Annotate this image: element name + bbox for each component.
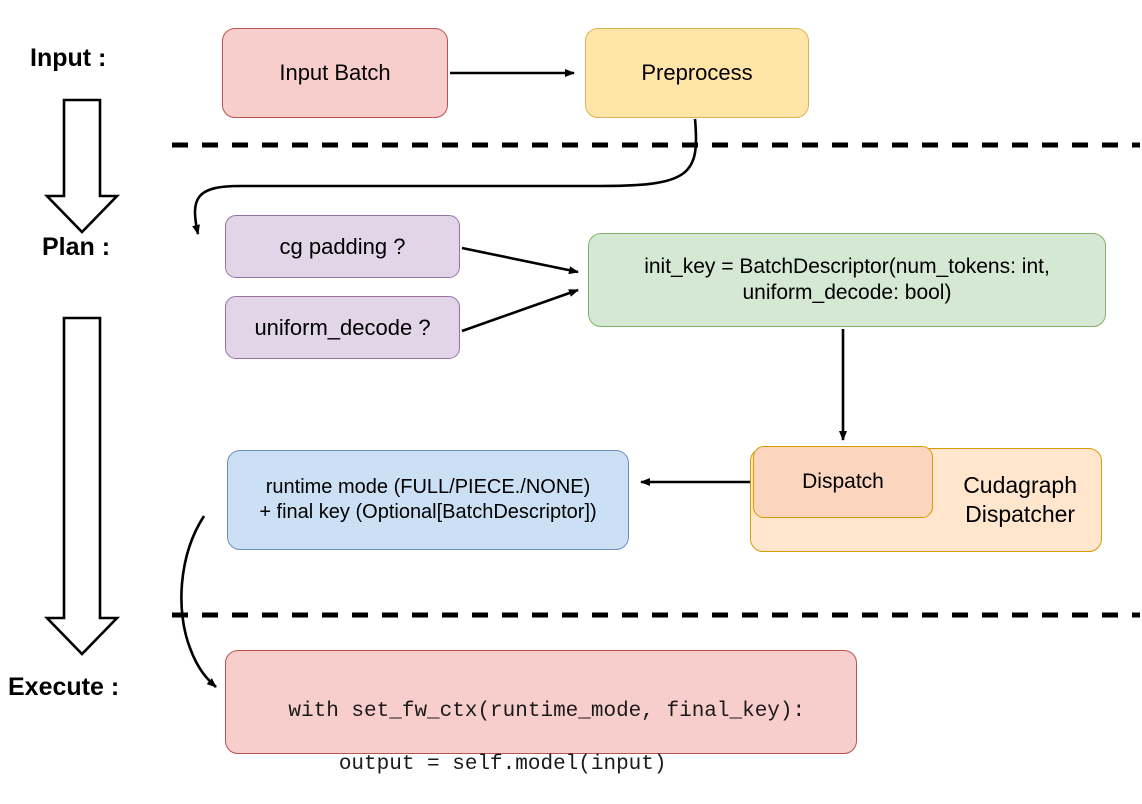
node-uniform-decode-label: uniform_decode ? [254, 314, 431, 340]
stage-label-plan: Plan : [42, 233, 111, 261]
node-init-key-text: init_key = BatchDescriptor(num_tokens: i… [644, 254, 1050, 307]
node-uniform-decode[interactable]: uniform_decode ? [225, 296, 460, 359]
node-exec-code[interactable]: with set_fw_ctx(runtime_mode, final_key)… [225, 650, 857, 776]
edge-uniform-decode-to-init-key [461, 288, 579, 333]
edge-runtime-mode-to-exec-code [180, 515, 217, 688]
flow-arrow-input-to-plan [43, 98, 121, 234]
node-cg-padding-label: cg padding ? [279, 233, 406, 259]
node-init-key[interactable]: init_key = BatchDescriptor(num_tokens: i… [588, 233, 1106, 327]
node-cudagraph-dispatcher-line2: Dispatcher [965, 501, 1076, 527]
edge-cg-padding-to-init-key [461, 246, 579, 275]
stage-label-execute: Execute : [8, 673, 120, 701]
node-input-batch-label: Input Batch [279, 60, 391, 86]
node-runtime-mode-text: runtime mode (FULL/PIECE./NONE) + final … [259, 475, 596, 525]
node-exec-code-line1: with set_fw_ctx(runtime_mode, final_key)… [288, 700, 806, 724]
node-runtime-mode-line1: runtime mode (FULL/PIECE./NONE) [265, 476, 591, 498]
node-cudagraph-dispatcher-text: Cudagraph Dispatcher [963, 471, 1077, 529]
node-cg-padding[interactable]: cg padding ? [225, 215, 460, 278]
node-cudagraph-dispatcher-line1: Cudagraph [963, 472, 1077, 499]
stage-label-input: Input : [30, 44, 107, 72]
node-preprocess[interactable]: Preprocess [585, 28, 809, 118]
node-dispatch[interactable]: Dispatch [753, 446, 933, 518]
node-runtime-mode-line2: + final key (Optional[BatchDescriptor]) [259, 501, 597, 523]
pipeline-diagram: Input : Plan : Execute : Input Batch Pre… [8, 28, 1140, 776]
node-runtime-mode[interactable]: runtime mode (FULL/PIECE./NONE) + final … [227, 450, 629, 550]
connector-layer [43, 69, 1140, 688]
flow-arrow-plan-to-execute [43, 316, 121, 656]
node-dispatch-label: Dispatch [802, 469, 884, 493]
node-init-key-line1: init_key = BatchDescriptor(num_tokens: i… [644, 254, 1050, 278]
node-preprocess-label: Preprocess [641, 60, 753, 86]
node-init-key-line2: uniform_decode: bool) [742, 281, 952, 304]
edge-preprocess-to-cg-padding [192, 118, 698, 235]
node-input-batch[interactable]: Input Batch [222, 28, 448, 118]
node-exec-code-line2: output = self.model(input) [288, 752, 667, 776]
